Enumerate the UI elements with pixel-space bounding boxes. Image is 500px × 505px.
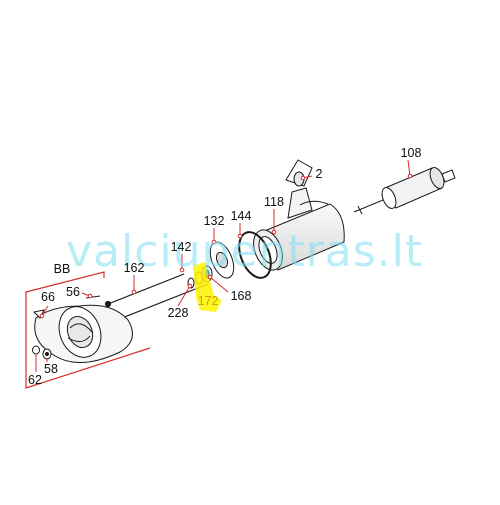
callout-label-62: 62	[28, 372, 42, 387]
callout-label-172: 172	[197, 293, 219, 308]
callout-label-108: 108	[400, 145, 422, 160]
highlight-part-172	[193, 262, 222, 312]
callout-label-228: 228	[167, 305, 189, 320]
seal-plate-part-132	[209, 241, 235, 279]
callout-label-168: 168	[230, 288, 252, 303]
callout-label-118: 118	[264, 194, 284, 209]
motor-part-108	[353, 167, 456, 215]
callout-label-66: 66	[41, 289, 55, 304]
callout-label-2: 2	[315, 166, 323, 181]
group-bracket-bb	[25, 271, 151, 389]
callout-label-56: 56	[66, 284, 80, 299]
washer-part-58	[42, 348, 52, 360]
nut-part-62	[32, 345, 40, 355]
callout-label-142: 142	[170, 239, 192, 254]
bolt-part-56	[85, 295, 101, 299]
callout-label-132: 132	[203, 213, 225, 228]
pump-volute-part-66	[32, 304, 133, 363]
callout-label-58: 58	[44, 361, 58, 376]
callout-label-bb: BB	[53, 261, 71, 276]
callout-dots	[39, 173, 413, 319]
bolt-part-162	[104, 273, 209, 322]
callout-label-162: 162	[123, 260, 145, 275]
callout-label-144: 144	[230, 208, 252, 223]
motor-housing-part-118	[253, 159, 345, 271]
oring-part-144	[238, 231, 272, 279]
